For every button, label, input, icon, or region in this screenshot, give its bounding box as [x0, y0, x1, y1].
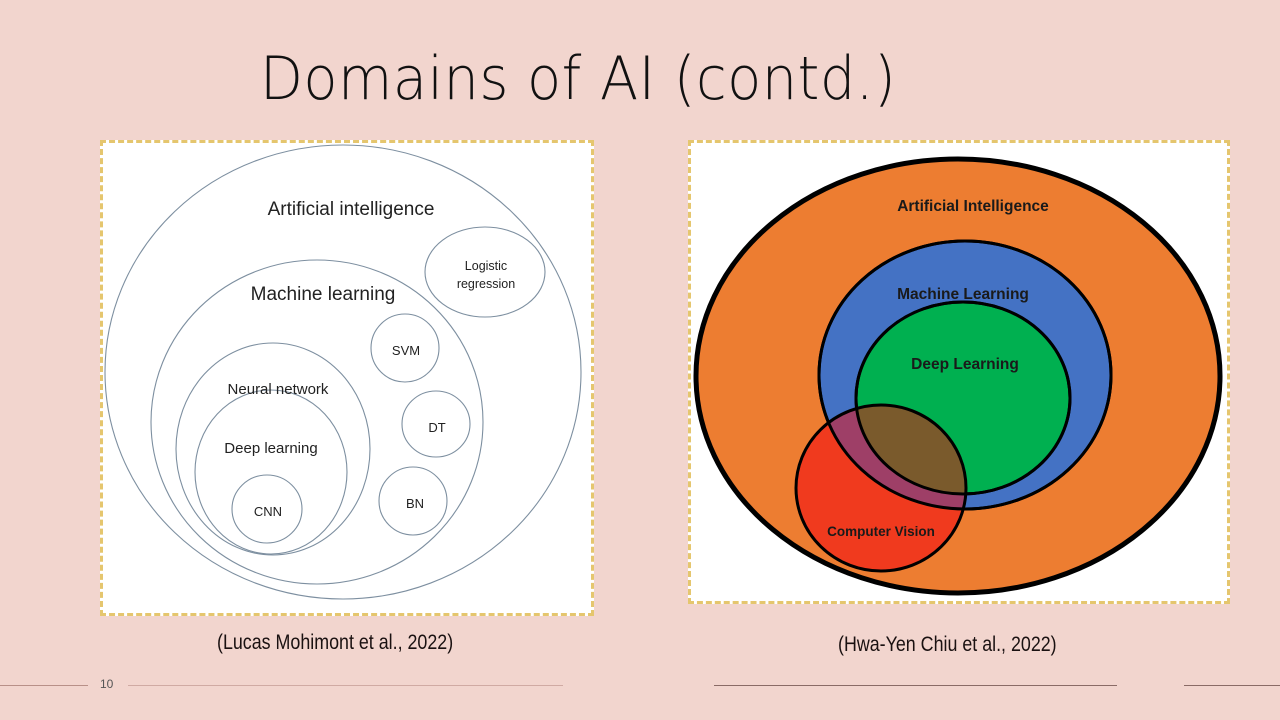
label-deep-learning: Deep Learning — [911, 356, 1019, 373]
label-machine-learning: Machine Learning — [897, 286, 1029, 303]
slide-title: Domains of AI (contd.) — [260, 44, 897, 114]
label-dt: DT — [428, 420, 445, 435]
dl-cv-overlap — [856, 405, 966, 494]
ai-venn-diagram: Artificial Intelligence Machine Learning… — [693, 156, 1223, 596]
ml-circle — [150, 259, 484, 585]
footer-rule-middle-right — [714, 685, 1117, 686]
logistic-regression-circle — [424, 226, 546, 318]
bn-circle — [378, 466, 448, 536]
label-computer-vision: Computer Vision — [827, 524, 935, 539]
label-deep-learning: Deep learning — [224, 440, 317, 457]
label-cnn: CNN — [254, 504, 282, 519]
footer-rule-middle-left — [128, 685, 563, 686]
footer-rule-right — [1184, 685, 1280, 686]
label-regression: regression — [457, 277, 515, 291]
ai-circle — [104, 144, 582, 600]
nn-circle — [175, 342, 371, 556]
nested-circles-diagram: Artificial intelligence Logistic regress… — [104, 144, 582, 600]
label-machine-learning: Machine learning — [251, 284, 396, 305]
left-figure-frame: Artificial intelligence Logistic regress… — [100, 140, 594, 616]
label-logistic: Logistic — [465, 259, 507, 273]
svm-circle — [370, 313, 440, 383]
right-figure-caption: (Hwa-Yen Chiu et al., 2022) — [838, 633, 1057, 656]
left-figure-caption: (Lucas Mohimont et al., 2022) — [217, 631, 454, 654]
cnn-circle — [231, 474, 303, 544]
label-artificial-intelligence: Artificial intelligence — [268, 199, 435, 220]
label-artificial-intelligence: Artificial Intelligence — [897, 198, 1049, 215]
label-neural-network: Neural network — [228, 381, 329, 398]
dt-circle — [401, 390, 471, 458]
label-svm: SVM — [392, 343, 420, 358]
footer-rule-left — [0, 685, 88, 686]
right-figure-frame: Artificial Intelligence Machine Learning… — [688, 140, 1230, 604]
page-number: 10 — [100, 677, 114, 691]
label-bn: BN — [406, 496, 424, 511]
dl-circle — [194, 389, 348, 555]
